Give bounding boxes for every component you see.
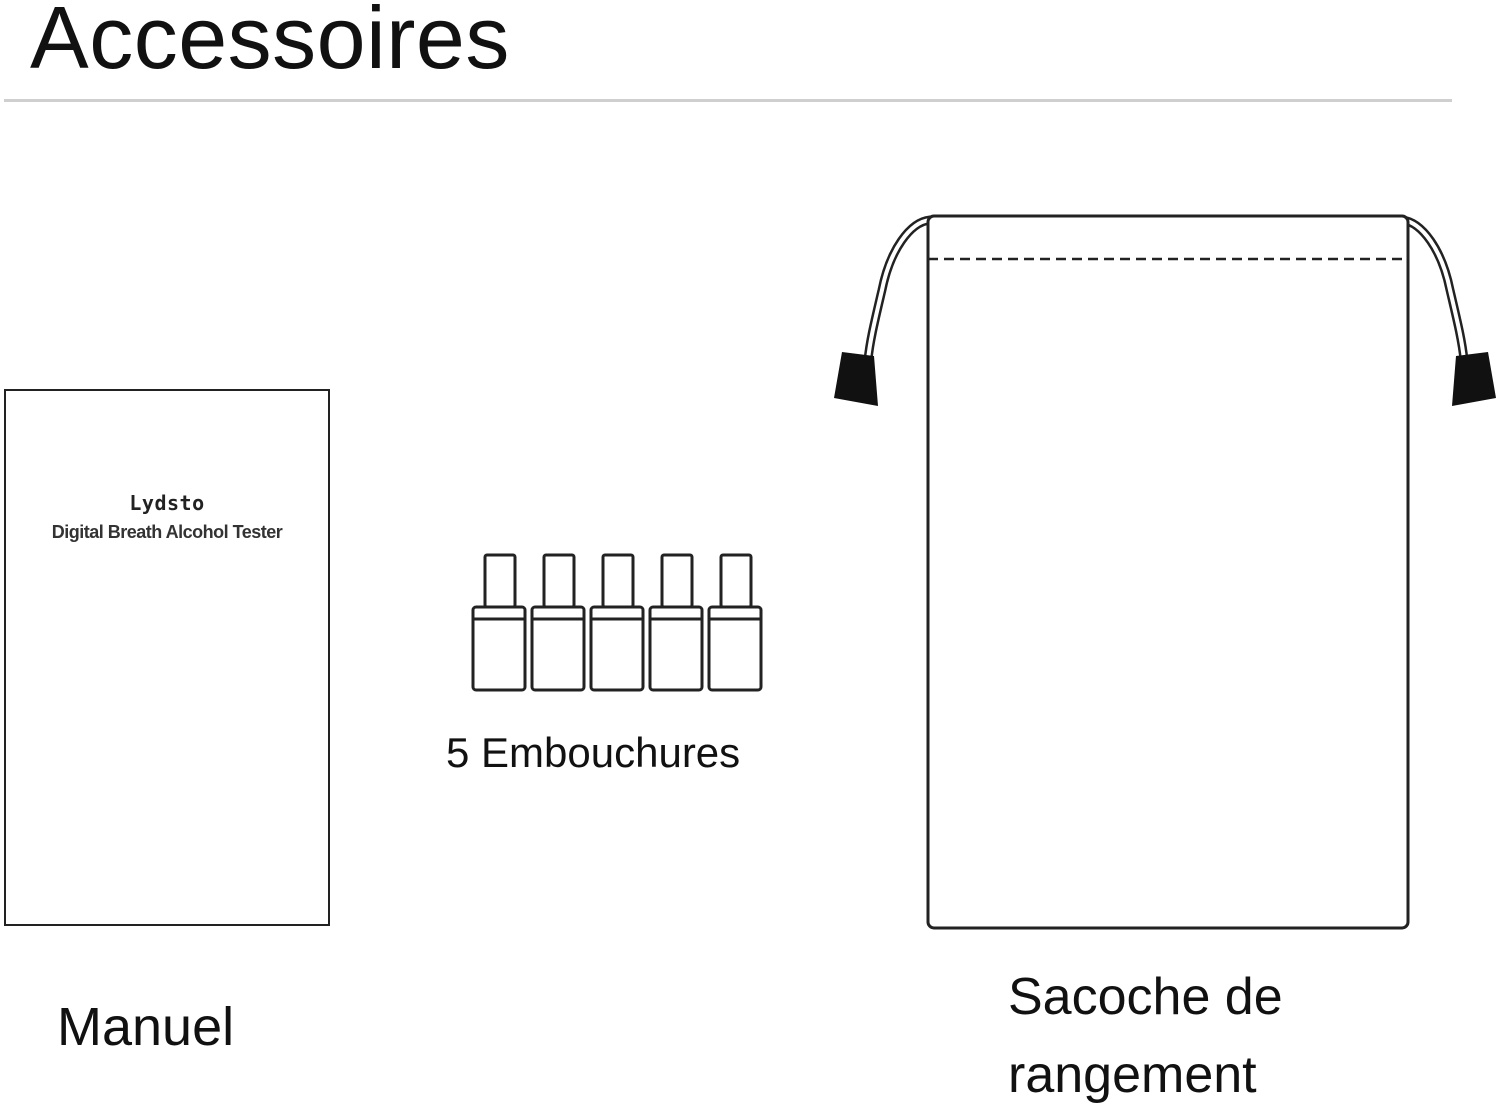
- manual-illustration: Lydsto Digital Breath Alcohol Tester: [4, 389, 330, 926]
- storage-pouch-illustration: [834, 214, 1496, 930]
- manual-cover-subtitle: Digital Breath Alcohol Tester: [51, 522, 283, 542]
- pouch-label-line2: rangement: [1008, 1046, 1257, 1104]
- page-title: Accessoires: [30, 0, 510, 87]
- pouch-label: Sacoche de rangement: [1008, 958, 1283, 1114]
- mouthpieces-label: 5 Embouchures: [446, 729, 741, 776]
- pouch-body: [926, 214, 1410, 930]
- mouthpiece-icon: [648, 553, 704, 692]
- mouthpiece-icon: [707, 553, 763, 692]
- manual-label: Manuel: [57, 997, 235, 1057]
- pouch-right-stopper: [1452, 352, 1496, 406]
- pouch-left-stopper: [834, 352, 878, 406]
- mouthpieces-illustration: [471, 553, 763, 692]
- pouch-label-line1: Sacoche de: [1008, 968, 1283, 1026]
- mouthpiece-icon: [471, 553, 527, 692]
- mouthpiece-icon: [530, 553, 586, 692]
- manual-cover-brand: Lydsto: [129, 491, 205, 515]
- mouthpiece-icon: [589, 553, 645, 692]
- title-divider: [4, 99, 1452, 102]
